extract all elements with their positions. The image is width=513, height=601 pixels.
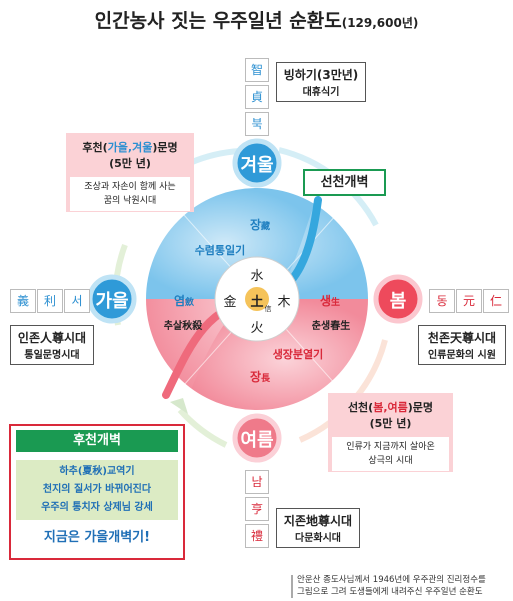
summer-char-2: 亨 — [245, 497, 269, 521]
autumn-info-line1: 인존人尊시대 — [17, 331, 87, 345]
page-title: 인간농사 짓는 우주일년 순환도(129,600년) — [0, 6, 513, 33]
circle-jang: 장藏 — [240, 216, 280, 233]
spring-info-line2: 인류문화의 시원 — [428, 350, 496, 361]
autumn-info: 인존人尊시대 통일문명시대 — [10, 325, 94, 365]
element-water: 水 — [250, 269, 264, 284]
early-era-desc: 인류가 지금까지 살아온 상극의 시대 — [332, 437, 449, 471]
hucheon-title: 후천개벽 — [73, 433, 121, 448]
element-wood: 木 — [277, 295, 291, 310]
early-era-sub: (5만 년) — [369, 417, 412, 430]
circle-yeom-hangul: 염 — [173, 294, 186, 308]
spring-char-3: 仁 — [483, 289, 509, 313]
element-fire: 火 — [250, 321, 264, 336]
hucheon-line2: 천지의 질서가 바뀌어진다 — [42, 484, 152, 495]
autumn-char-3: 서 — [64, 289, 90, 313]
winter-char-2: 貞 — [245, 85, 269, 109]
later-era-head: 후천(가을,겨울)문명 — [66, 139, 194, 155]
circle-jang2: 장長 — [240, 368, 280, 385]
circle-yeom-hanja: 斂 — [185, 298, 195, 308]
summer-info-line1: 지존地尊시대 — [283, 514, 353, 528]
later-era-head-pre: 후천( — [82, 141, 108, 154]
title-main: 인간농사 짓는 우주일년 순환도 — [94, 10, 342, 32]
title-years: (129,600년) — [341, 16, 419, 30]
element-metal: 金 — [223, 295, 237, 310]
later-era-head-post: )문명 — [152, 141, 178, 154]
early-era-head-post: )문명 — [407, 401, 434, 414]
summer-info-line2: 다문화시대 — [295, 533, 341, 544]
winter-info-line2: 대휴식기 — [302, 87, 340, 98]
early-era-head: 선천(봄,여름)문명 — [328, 399, 453, 415]
spring-info: 천존天尊시대 인류문화의 시원 — [418, 325, 506, 365]
early-era-head-pre: 선천( — [347, 401, 374, 414]
summer-char-1: 남 — [245, 470, 269, 494]
circle-jang2-hanja: 長 — [261, 374, 271, 384]
circle-saeng-hanja: 生 — [331, 298, 341, 308]
circle-jang2-hangul: 장 — [249, 370, 262, 384]
later-era-panel: 후천(가을,겨울)문명 (5만 년) 조상과 자손이 함께 사는 꿈의 낙원시대 — [66, 133, 194, 212]
spring-char-2: 元 — [456, 289, 482, 313]
season-winter: 겨울 — [240, 155, 274, 176]
hucheon-slogan: 지금은 가을개벽기! — [43, 530, 151, 545]
autumn-char-2: 利 — [37, 289, 63, 313]
spring-info-line1: 천존天尊시대 — [427, 331, 497, 345]
winter-info: 빙하기(3만년) 대휴식기 — [276, 62, 366, 102]
later-era-seasons: 가을,겨울 — [107, 141, 153, 154]
circle-sasal: 추살秋殺 — [163, 321, 203, 332]
summer-char-3: 禮 — [245, 524, 269, 548]
later-era-line1: 조상과 자손이 함께 사는 — [84, 182, 176, 192]
seoncheon-label: 선천개벽 — [320, 175, 369, 190]
early-era-seasons: 봄,여름 — [373, 401, 408, 414]
circle-yeom: 염斂 — [164, 292, 204, 309]
season-spring: 봄 — [389, 291, 407, 312]
footnote: 안운산 종도사님께서 1946년에 우주관의 진리정수를 그림으로 그려 도생들… — [297, 574, 509, 598]
circle-sureom: 수렴통일기 — [194, 244, 246, 257]
winter-info-line1: 빙하기(3만년) — [283, 68, 359, 82]
footnote-line2: 그림으로 그려 도생들에게 내려주신 우주일년 순환도 — [297, 587, 483, 597]
early-era-panel: 선천(봄,여름)문명 (5만 년) 인류가 지금까지 살아온 상극의 시대 — [328, 393, 453, 472]
early-era-line2: 상극의 시대 — [368, 456, 413, 466]
element-earth-sub: 信 — [264, 305, 272, 313]
later-era-line2: 꿈의 낙원시대 — [103, 196, 157, 206]
autumn-char-1: 義 — [10, 289, 36, 313]
hucheon-line3: 우주의 통치자 상제님 강세 — [41, 502, 153, 513]
circle-saeng: 생生 — [310, 292, 350, 309]
early-era-line1: 인류가 지금까지 살아온 — [346, 442, 435, 452]
autumn-info-line2: 통일문명시대 — [24, 350, 80, 361]
spring-char-1: 동 — [429, 289, 455, 313]
winter-char-3: 북 — [245, 112, 269, 136]
hucheon-lines: 하추(夏秋)교역기 천지의 질서가 바뀌어진다 우주의 통치자 상제님 강세 — [16, 463, 178, 517]
circle-jang-hanja: 藏 — [261, 222, 271, 232]
footnote-line1: 안운산 종도사님께서 1946년에 우주관의 진리정수를 — [297, 575, 486, 585]
circle-saeng-hangul: 생 — [319, 294, 332, 308]
summer-info: 지존地尊시대 다문화시대 — [276, 508, 360, 548]
hucheon-line1: 하추(夏秋)교역기 — [59, 466, 135, 477]
circle-saengjang: 생장분열기 — [272, 348, 324, 361]
later-era-sub: (5만 년) — [109, 157, 151, 170]
season-autumn: 가을 — [95, 291, 129, 312]
element-earth: 土 — [250, 295, 264, 310]
circle-jang-hangul: 장 — [249, 218, 262, 232]
later-era-desc: 조상과 자손이 함께 사는 꿈의 낙원시대 — [70, 177, 190, 211]
winter-char-1: 智 — [245, 58, 269, 82]
season-summer: 여름 — [240, 430, 274, 451]
circle-chunsaeng: 춘생春生 — [311, 321, 351, 332]
